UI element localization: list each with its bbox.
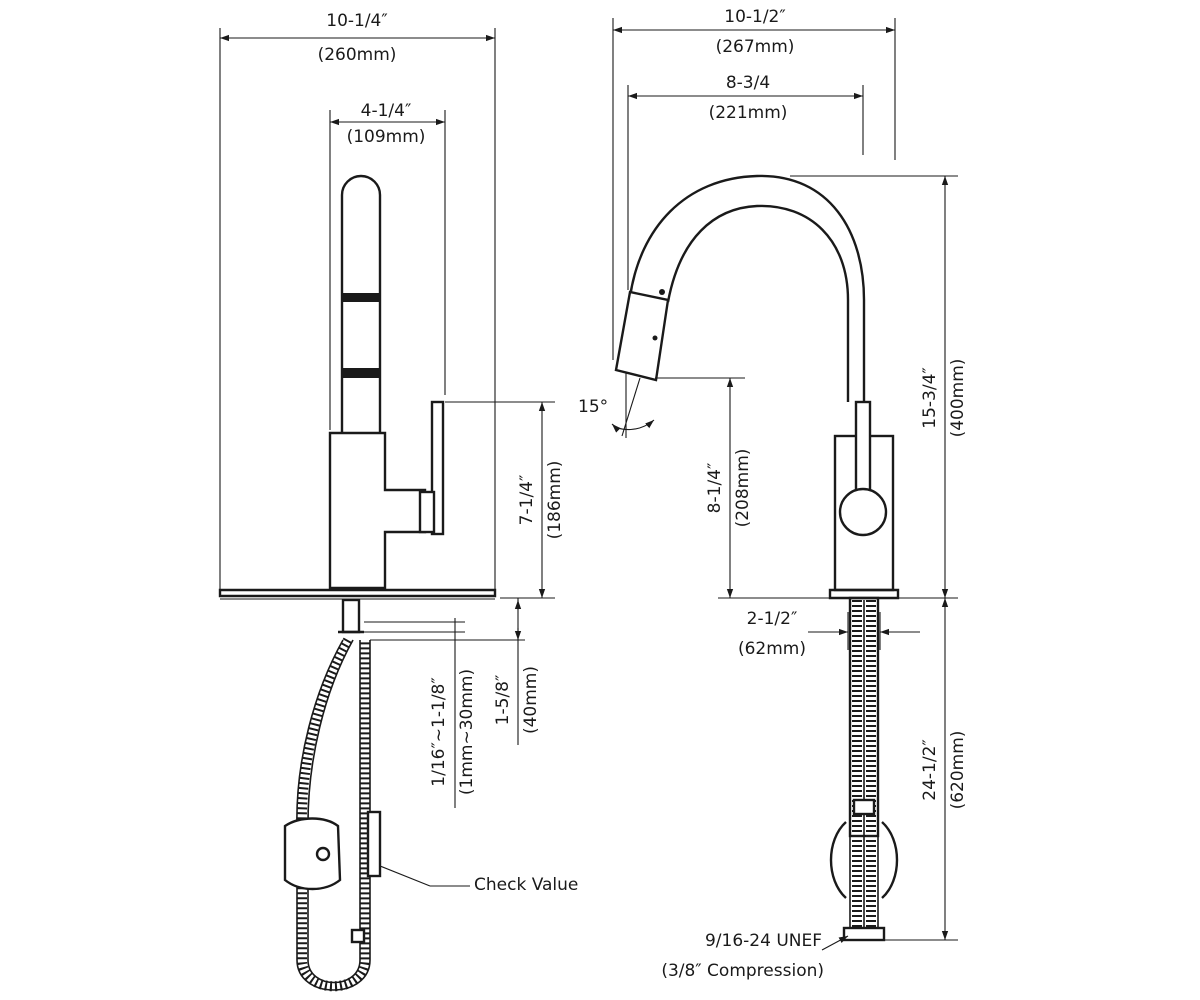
front-reach-in: 8-3/4 — [726, 73, 770, 93]
front-view: 10-1/2″ (267mm) 8-3/4 (221mm) 15° 8-1/4″… — [578, 7, 968, 981]
side-width-in: 10-1/4″ — [326, 11, 387, 31]
front-base-width-in: 2-1/2″ — [747, 609, 798, 629]
side-view: 10-1/4″ (260mm) 4-1/4″ (109mm) 7-1/4″ (1… — [218, 11, 578, 992]
front-spout-height-in: 8-1/4″ — [705, 463, 725, 514]
front-handle-hub — [838, 487, 888, 537]
side-deck-range-mm: (1mm~30mm) — [457, 669, 477, 795]
front-hose-length-in: 24-1/2″ — [920, 739, 940, 800]
hose-weight — [283, 817, 342, 891]
spray-head-band — [342, 368, 380, 378]
front-total-height-mm: (400mm) — [948, 359, 968, 438]
hose-weight-knob — [315, 846, 331, 862]
thread-spec: 9/16-24 UNEF — [705, 931, 822, 951]
check-valve — [366, 810, 382, 878]
side-handle-height-in: 7-1/4″ — [517, 475, 537, 526]
front-total-height-in: 15-3/4″ — [920, 367, 940, 428]
side-shank-in: 1-5/8″ — [493, 675, 513, 726]
front-supply-hoses — [852, 600, 876, 930]
spray-angle: 15° — [578, 397, 608, 417]
side-reach-mm: (109mm) — [347, 127, 426, 147]
faucet-body — [328, 431, 427, 590]
front-reach-mm: (221mm) — [709, 103, 788, 123]
spray-head — [614, 290, 670, 382]
deck-plate — [218, 588, 497, 598]
front-hose-weight — [829, 821, 899, 899]
gooseneck-spout — [628, 174, 866, 402]
side-shank-mm: (40mm) — [521, 666, 541, 734]
front-width-mm: (267mm) — [716, 37, 795, 57]
thread-note: (3/8″ Compression) — [661, 961, 824, 981]
side-width-mm: (260mm) — [318, 45, 397, 65]
check-valve-label: Check Value — [474, 875, 578, 895]
spray-head-band — [342, 293, 380, 302]
supply-connector — [842, 926, 886, 942]
front-deck-plate — [828, 588, 900, 600]
side-handle-height-mm: (186mm) — [545, 461, 565, 540]
front-base-width-mm: (62mm) — [738, 639, 806, 659]
side-deck-range-in: 1/16″~1-1/8″ — [429, 677, 449, 786]
side-reach-in: 4-1/4″ — [361, 101, 412, 121]
front-spout-height-mm: (208mm) — [733, 449, 753, 528]
front-hose-length-mm: (620mm) — [948, 731, 968, 810]
spout-tube — [340, 174, 382, 433]
mounting-shank — [341, 598, 361, 634]
handle-hub — [418, 490, 436, 534]
front-width-in: 10-1/2″ — [724, 7, 785, 27]
handle — [430, 400, 445, 536]
